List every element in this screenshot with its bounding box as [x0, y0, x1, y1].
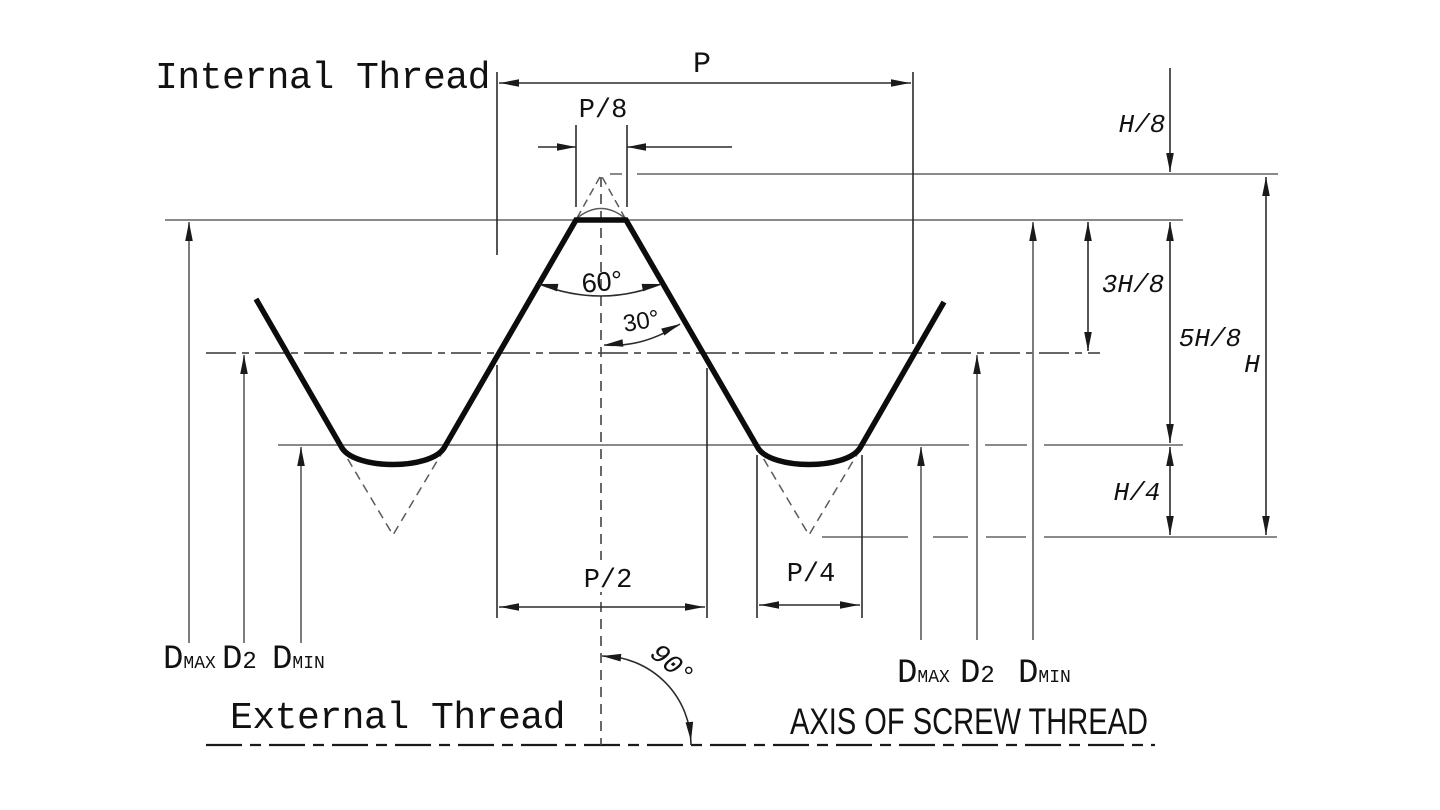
d2-left-label: D2: [222, 641, 257, 679]
construction-lines: [339, 173, 863, 537]
d2-right-label: D2: [960, 655, 995, 693]
h4-label: H/4: [1114, 478, 1161, 508]
arrowheads: [185, 79, 1270, 742]
internal-thread-title: Internal Thread: [155, 57, 490, 100]
angle-90-label: 90°: [643, 639, 700, 693]
dmax-left-label: DMAX: [163, 641, 216, 679]
dmin-left-label: DMIN: [272, 641, 325, 679]
h-label: H: [1244, 350, 1260, 380]
thread-profile: [253, 217, 947, 468]
p2-label: P/2: [584, 566, 633, 596]
h58-label: 5H/8: [1179, 324, 1241, 354]
reference-lines: [165, 173, 1278, 747]
angle-30-label: 30°: [621, 305, 661, 338]
dimension-lines: [188, 68, 1267, 746]
p4-label: P/4: [787, 560, 836, 590]
p2-label-mask: [578, 560, 640, 592]
p8-label: P/8: [579, 96, 628, 126]
h38-label: 3H/8: [1102, 270, 1164, 300]
angle-60-label: 60°: [580, 265, 623, 298]
dmax-right-label: DMAX: [897, 655, 950, 693]
pitch-label: P: [693, 48, 711, 82]
h8-label: H/8: [1119, 110, 1166, 140]
axis-label: AXIS OF SCREW THREAD: [790, 701, 1148, 742]
labels: Internal Thread External Thread AXIS OF …: [155, 48, 1260, 742]
dmin-right-label: DMIN: [1018, 655, 1071, 693]
external-thread-title: External Thread: [230, 697, 565, 740]
